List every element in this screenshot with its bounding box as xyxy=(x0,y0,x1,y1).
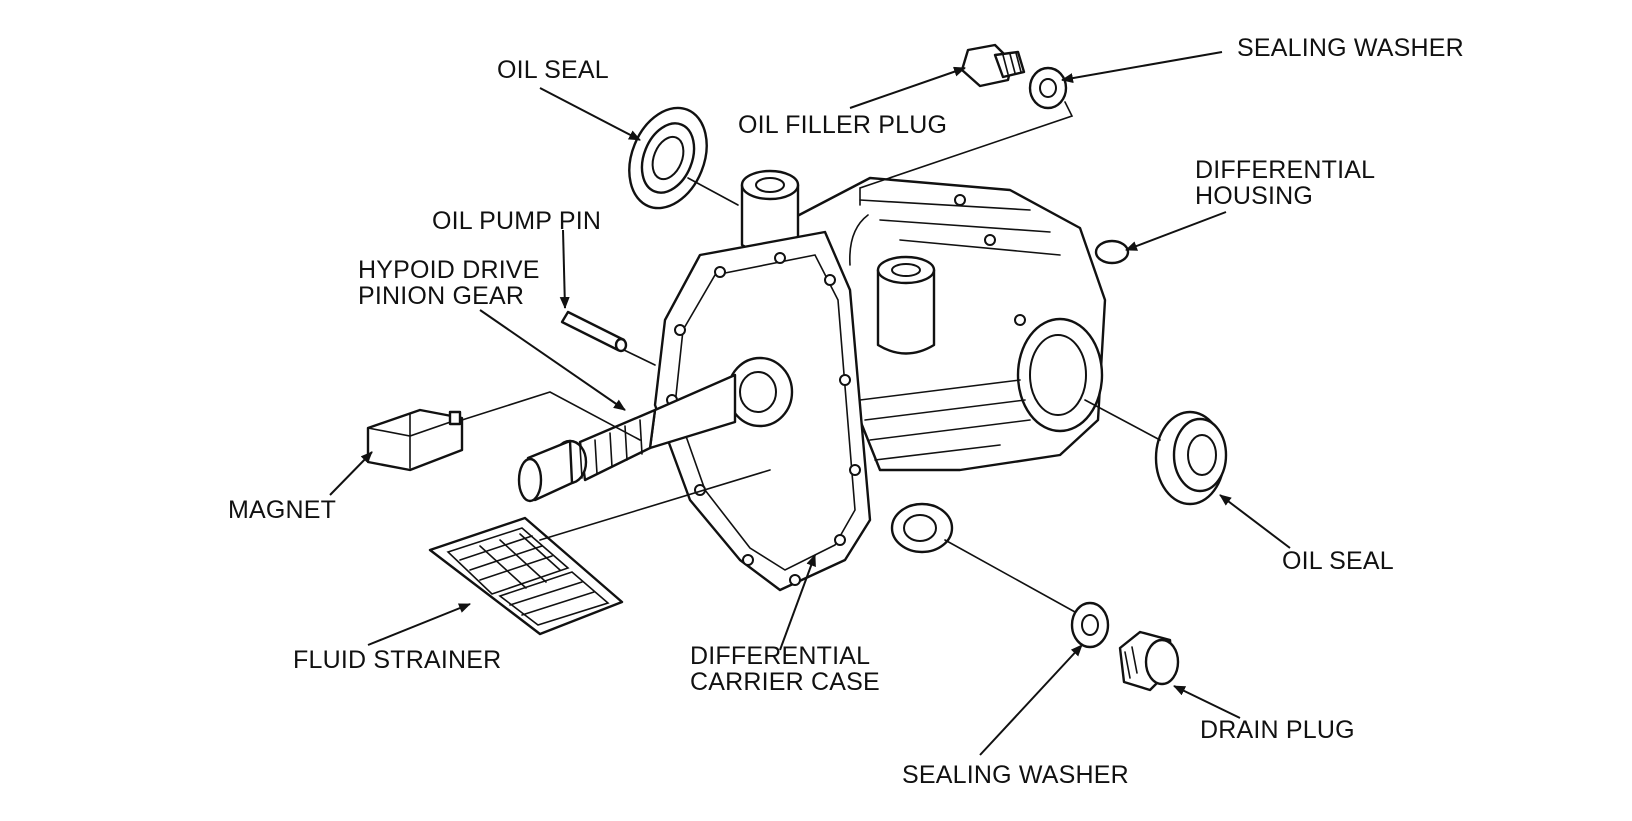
hypoid-drive-pinion-gear-part xyxy=(517,373,737,503)
differential-housing-label: DIFFERENTIAL HOUSING xyxy=(1195,157,1375,209)
carrier-case-line2: CARRIER CASE xyxy=(690,668,880,696)
oil-pump-pin-text: OIL PUMP PIN xyxy=(432,207,602,235)
magnet-part xyxy=(366,408,464,472)
magnet-label: MAGNET xyxy=(228,497,336,523)
sealing-washer-bottom-text: SEALING WASHER xyxy=(902,761,1129,789)
fluid-strainer-label: FLUID STRAINER xyxy=(293,647,501,673)
leader-arrows xyxy=(329,51,1291,756)
hypoid-drive-pinion-gear-label: HYPOID DRIVE PINION GEAR xyxy=(358,257,540,309)
sealing-washer-bottom-part xyxy=(1070,601,1110,649)
fluid-strainer-text: FLUID STRAINER xyxy=(293,646,502,674)
oil-seal-right-part xyxy=(1154,410,1228,506)
oil-pump-pin-part xyxy=(560,310,628,353)
differential-carrier-case-body xyxy=(653,169,1130,592)
oil-pump-pin-label: OIL PUMP PIN xyxy=(432,208,601,234)
sealing-washer-top-part xyxy=(1028,66,1068,110)
fluid-strainer-part xyxy=(428,516,624,636)
hypoid-drive-line1: HYPOID DRIVE xyxy=(358,256,540,284)
drain-plug-text: DRAIN PLUG xyxy=(1200,716,1355,744)
sealing-washer-bottom-label: SEALING WASHER xyxy=(902,762,1129,788)
oil-filler-plug-text: OIL FILLER PLUG xyxy=(738,111,948,139)
differential-carrier-case-label: DIFFERENTIAL CARRIER CASE xyxy=(690,643,880,695)
drain-plug-label: DRAIN PLUG xyxy=(1200,717,1355,743)
oil-seal-top-part xyxy=(628,106,708,210)
hypoid-drive-line2: PINION GEAR xyxy=(358,282,525,310)
sealing-washer-top-text: SEALING WASHER xyxy=(1237,34,1464,62)
oil-seal-right-label: OIL SEAL xyxy=(1282,548,1394,574)
sealing-washer-top-label: SEALING WASHER xyxy=(1237,35,1464,61)
oil-filler-plug-label: OIL FILLER PLUG xyxy=(738,112,947,138)
oil-filler-plug-part xyxy=(960,43,1026,88)
carrier-case-line1: DIFFERENTIAL xyxy=(690,642,871,670)
differential-housing-line1: DIFFERENTIAL xyxy=(1195,156,1376,184)
magnet-text: MAGNET xyxy=(228,496,337,524)
differential-housing-line2: HOUSING xyxy=(1195,182,1314,210)
oil-seal-top-label: OIL SEAL xyxy=(497,57,609,83)
oil-seal-top-text: OIL SEAL xyxy=(497,56,609,84)
drain-plug-part xyxy=(1118,630,1180,692)
oil-seal-right-text: OIL SEAL xyxy=(1282,547,1394,575)
